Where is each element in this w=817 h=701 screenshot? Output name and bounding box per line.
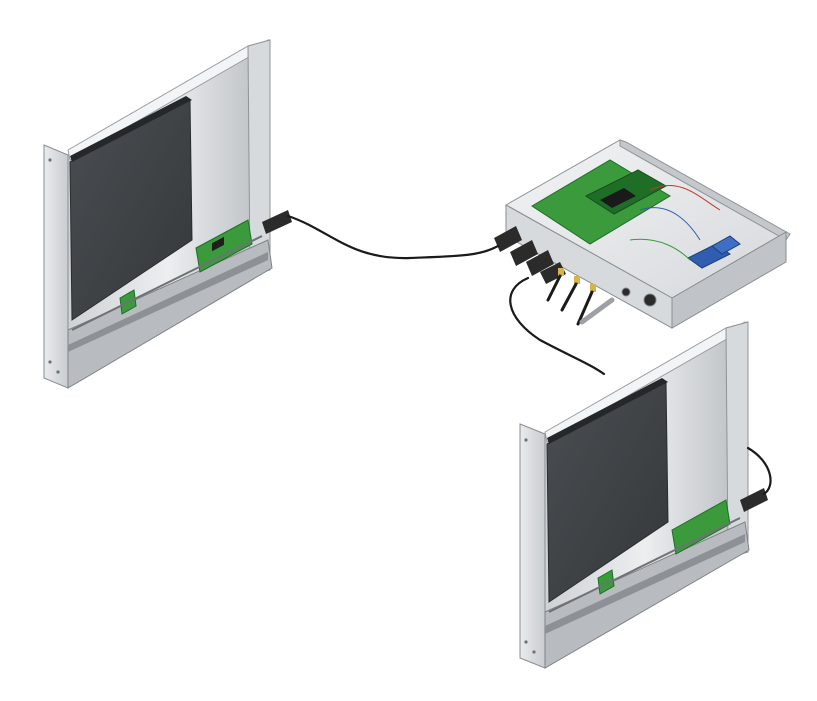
left-panel-board-chip [212, 236, 224, 252]
left-panel-front-frame [43, 144, 69, 389]
right-panel-hole [524, 640, 528, 644]
left-panel-hole [56, 370, 60, 374]
right-panel-screen-top-edge [547, 378, 668, 444]
control-box-sma-3 [590, 284, 596, 292]
control-box-right-wall [671, 231, 787, 329]
right-panel-front-frame [519, 423, 546, 669]
right-panel-rail [548, 517, 741, 613]
left-panel-hole [48, 360, 52, 364]
cable-box-to-right [509, 276, 606, 376]
control-box-antenna-1 [546, 274, 562, 302]
control-box-connector-1 [494, 226, 522, 252]
control-box-antenna-3 [576, 290, 594, 326]
control-box-gland [579, 297, 615, 325]
left-panel-controller-board [195, 219, 253, 273]
right-panel-connector [740, 488, 768, 512]
control-box-sma-1 [558, 268, 564, 276]
control-box-wire-red [649, 185, 721, 211]
control-box-processor [600, 188, 636, 208]
left-panel-connector [262, 210, 292, 234]
control-box-wire-green [629, 238, 691, 261]
left-panel-right-wall [247, 39, 271, 276]
right-panel-hole [524, 438, 528, 442]
right-panel-small-board [597, 569, 615, 595]
control-box-round-connector [643, 293, 657, 307]
control-box-connector-3 [526, 250, 554, 276]
control-box [494, 139, 791, 329]
left-panel-tray-lip [68, 252, 268, 352]
control-box-sma-2 [574, 276, 580, 284]
control-box-antenna-2 [560, 282, 578, 312]
control-box-round-connector-2 [621, 287, 631, 297]
control-box-connector-4 [540, 262, 566, 284]
left-panel-screen-top-edge [70, 96, 192, 162]
display-panel-right [519, 321, 772, 669]
display-panel-left [43, 39, 292, 389]
cable-left-to-box [286, 214, 500, 260]
right-panel-hole [532, 650, 536, 654]
left-panel-hole [48, 158, 52, 162]
left-panel-rail [71, 235, 263, 331]
control-box-blue-module-2 [711, 235, 741, 255]
control-box-wire-blue [639, 207, 701, 241]
right-panel-tray-lip [545, 534, 745, 634]
control-box-connector-2 [510, 240, 538, 266]
right-panel-cable-loop [746, 446, 772, 496]
control-box-back-wall [619, 139, 791, 241]
